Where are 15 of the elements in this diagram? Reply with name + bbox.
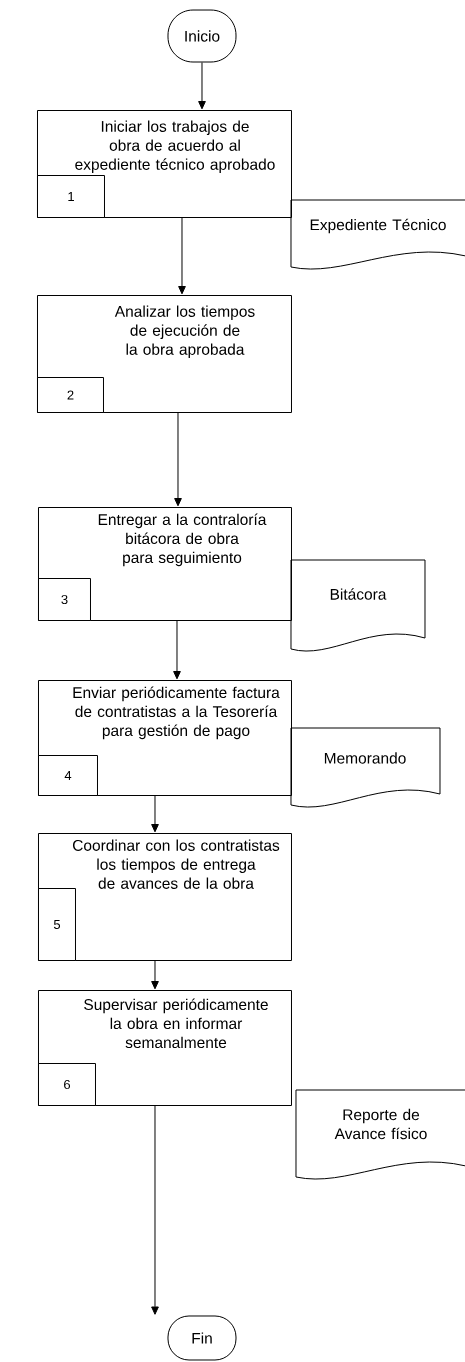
arrow bbox=[174, 412, 182, 507]
step-number: 4 bbox=[38, 755, 98, 796]
arrow bbox=[178, 217, 186, 295]
arrow bbox=[151, 960, 159, 990]
step-number: 5 bbox=[38, 888, 76, 961]
step-number: 3 bbox=[38, 578, 91, 621]
terminator: Inicio bbox=[167, 9, 237, 63]
arrow bbox=[151, 1105, 159, 1315]
step-number: 1 bbox=[37, 175, 105, 218]
arrow bbox=[151, 795, 159, 833]
arrow bbox=[198, 62, 206, 110]
step-number: 2 bbox=[37, 377, 104, 413]
terminator: Fin bbox=[167, 1315, 237, 1361]
arrow bbox=[173, 620, 181, 680]
step-number: 6 bbox=[38, 1063, 96, 1106]
